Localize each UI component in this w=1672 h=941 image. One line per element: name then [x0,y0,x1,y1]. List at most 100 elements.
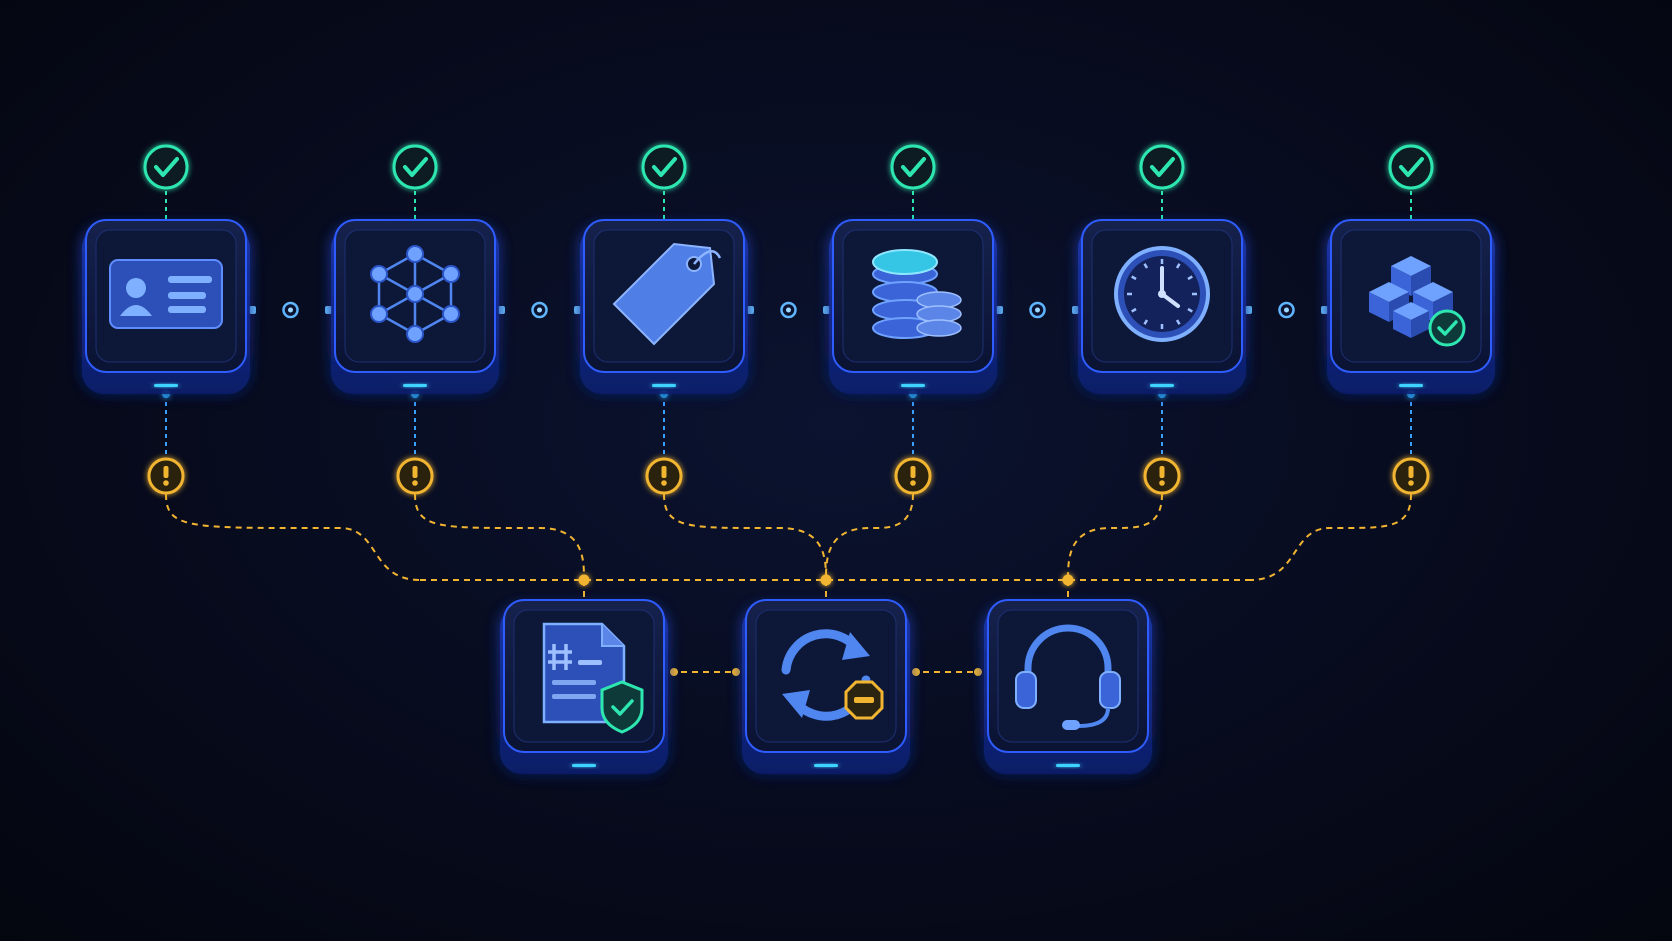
badge-layer [143,144,1434,495]
check-ring [641,144,687,190]
check-icon [143,144,189,190]
tile-indicator [403,384,427,387]
clock-tick [1131,307,1137,313]
check-icon [1388,144,1434,190]
headset-icon [1015,624,1121,730]
network-graph-icon [370,245,460,343]
check-icon [392,144,438,190]
connector-port [1321,306,1328,314]
top-connector [996,301,1079,319]
cube-left [1393,311,1411,338]
warning-dot [1408,480,1414,486]
check-icon [890,144,936,190]
check-ring [392,144,438,190]
card-line [168,276,212,283]
issue-junction [578,574,590,586]
check-ring [890,144,936,190]
verified-check [1437,320,1458,336]
headset-right-cup [1099,671,1121,709]
connector-port [574,306,581,314]
secure-document-icon [542,622,644,734]
pipeline-node[interactable] [580,219,748,394]
check-mark [403,157,428,177]
headset-band [1024,624,1112,684]
pipeline-node[interactable] [1078,219,1246,394]
check-ring [143,144,189,190]
connector-port [996,306,1003,314]
exclamation-icon [396,457,434,495]
connector-port [325,306,332,314]
clock-tick [1175,319,1181,325]
coin [916,319,962,337]
top-connector [498,301,581,319]
doc-line [552,680,596,685]
clock-tick [1175,263,1181,269]
issue-junction [1062,574,1074,586]
clock-icon [1114,246,1210,342]
exclamation-icon [645,457,683,495]
check-icon [641,144,687,190]
db-top [872,249,938,275]
clock-center [1158,290,1166,298]
issue-junction [820,574,832,586]
check-mark [652,157,677,177]
graph-node [406,325,424,343]
bottom-connector [912,668,982,676]
warning-bar [412,466,418,478]
exclamation-icon [147,457,185,495]
check-ring [1139,144,1185,190]
check-mark [154,157,179,177]
doc-cursor [578,660,602,665]
exclamation-icon [894,457,932,495]
warning-bar [661,466,667,478]
issue-handler-node[interactable] [500,599,668,774]
pipeline-node[interactable] [829,219,997,394]
connector-port [823,306,830,314]
issue-handler-node[interactable] [984,599,1152,774]
node-layer [82,219,1495,774]
warning-bar [910,466,916,478]
warning-bar [1159,466,1165,478]
cubes-verified-icon [1369,256,1466,347]
warning-bar [163,466,169,478]
bottom-connector-port [670,668,678,676]
check-mark [901,157,926,177]
clock-tick [1131,275,1137,281]
check-mark [1399,157,1424,177]
pipeline-node[interactable] [82,219,250,394]
cube-left [1369,292,1389,322]
cube-right [1411,311,1429,338]
card-avatar-head [126,278,146,298]
card-line [168,306,206,313]
warning-dot [661,480,667,486]
check-icon [1139,144,1185,190]
card-avatar-body [120,305,152,316]
warning-bar [1408,466,1414,478]
sync-arrow-top [842,632,870,660]
doc-fold [601,624,624,647]
doc-line [552,694,596,699]
connector-port [249,306,256,314]
connector-port [1245,306,1252,314]
card-line [168,292,206,299]
connector-port [1072,306,1079,314]
tile-indicator [1056,764,1080,767]
top-connector [1245,301,1328,319]
sync-blocked-icon [781,629,884,721]
issue-route [663,493,827,581]
pipeline-node[interactable] [331,219,499,394]
exclamation-icon [1392,457,1430,495]
issue-route [414,493,585,581]
sync-arrow-bottom [782,690,810,718]
connector-port [747,306,754,314]
verified-badge [1428,309,1466,347]
tile-indicator [1150,384,1174,387]
warning-dot [163,480,169,486]
connector-junction-dot [288,307,293,313]
connection-layer [162,191,1415,676]
issue-handler-node[interactable] [742,599,910,774]
pipeline-node[interactable] [1327,219,1495,394]
tile-indicator [572,764,596,767]
graph-node [406,245,424,263]
issue-route [165,493,421,581]
